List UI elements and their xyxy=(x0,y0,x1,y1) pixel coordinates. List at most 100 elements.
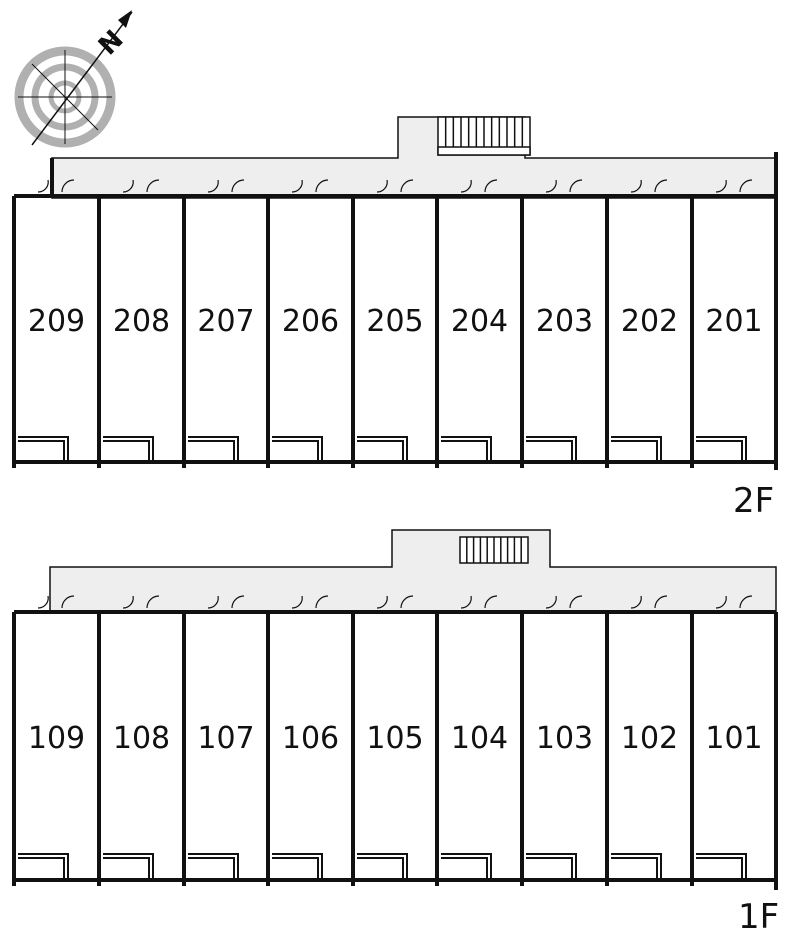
unit-label-109: 109 xyxy=(28,721,85,756)
balcony xyxy=(441,436,492,462)
unit-204: 204 xyxy=(441,179,508,462)
unit-108: 108 xyxy=(103,595,170,880)
unit-label-206: 206 xyxy=(282,304,339,339)
door-swing-icon xyxy=(654,595,668,609)
door-swing-icon xyxy=(291,595,303,609)
balcony xyxy=(18,436,69,462)
floor-label-2f: 2F xyxy=(733,481,774,521)
balcony xyxy=(103,436,154,462)
stairs-2f xyxy=(437,116,531,156)
balcony xyxy=(188,853,239,880)
door-swing-icon xyxy=(291,179,303,193)
door-swing-icon xyxy=(484,595,498,609)
unit-label-208: 208 xyxy=(113,304,170,339)
balcony xyxy=(526,436,577,462)
door-swing-icon xyxy=(739,179,753,193)
unit-label-105: 105 xyxy=(366,721,423,756)
unit-label-102: 102 xyxy=(621,721,678,756)
balcony xyxy=(188,436,239,462)
unit-label-207: 207 xyxy=(197,304,254,339)
balcony-inner xyxy=(526,440,573,462)
unit-106: 106 xyxy=(272,595,339,880)
unit-207: 207 xyxy=(188,179,255,462)
door-swing-icon xyxy=(231,595,245,609)
floor-label-1f: 1F xyxy=(738,897,779,937)
door-swing-icon xyxy=(61,179,75,193)
balcony xyxy=(696,853,747,880)
door-swing-icon xyxy=(545,179,557,193)
door-swing-icon xyxy=(460,179,472,193)
door-swing-icon xyxy=(61,595,75,609)
unit-105: 105 xyxy=(357,595,424,880)
compass-icon: N xyxy=(14,10,133,148)
door-swing-icon xyxy=(231,179,245,193)
unit-label-103: 103 xyxy=(536,721,593,756)
balcony xyxy=(696,436,747,462)
door-swing-icon xyxy=(484,179,498,193)
unit-101: 101 xyxy=(696,595,763,880)
balcony xyxy=(611,853,662,880)
balcony xyxy=(611,436,662,462)
unit-202: 202 xyxy=(611,179,678,462)
unit-label-209: 209 xyxy=(28,304,85,339)
door-swing-icon xyxy=(122,179,134,193)
balcony-inner xyxy=(272,440,319,462)
unit-label-101: 101 xyxy=(705,721,762,756)
door-swing-icon xyxy=(400,179,414,193)
unit-label-205: 205 xyxy=(366,304,423,339)
balcony-inner xyxy=(611,440,658,462)
door-swing-icon xyxy=(630,179,642,193)
door-swing-icon xyxy=(630,595,642,609)
unit-label-202: 202 xyxy=(621,304,678,339)
balcony xyxy=(526,853,577,880)
door-swing-icon xyxy=(37,179,49,193)
door-swing-icon xyxy=(569,595,583,609)
unit-label-104: 104 xyxy=(451,721,508,756)
balcony xyxy=(18,853,69,880)
door-swing-icon xyxy=(315,595,329,609)
balcony xyxy=(357,853,408,880)
unit-104: 104 xyxy=(441,595,508,880)
balcony-inner xyxy=(611,857,658,880)
balcony-inner xyxy=(441,440,488,462)
unit-201: 201 xyxy=(696,179,763,462)
door-swing-icon xyxy=(37,595,49,609)
door-swing-icon xyxy=(315,179,329,193)
door-swing-icon xyxy=(376,179,388,193)
balcony xyxy=(357,436,408,462)
unit-label-107: 107 xyxy=(197,721,254,756)
balcony-inner xyxy=(357,440,404,462)
unit-label-201: 201 xyxy=(705,304,762,339)
corridor-2f xyxy=(51,116,777,199)
door-swing-icon xyxy=(654,179,668,193)
floor-2f: 209 208 207 206 205 204 203 202 201 2F xyxy=(12,116,778,521)
unit-label-204: 204 xyxy=(451,304,508,339)
unit-109: 109 xyxy=(18,595,85,880)
door-swing-icon xyxy=(460,595,472,609)
balcony-inner xyxy=(696,857,743,880)
balcony-inner xyxy=(272,857,319,880)
unit-208: 208 xyxy=(103,179,170,462)
door-swing-icon xyxy=(207,179,219,193)
door-swing-icon xyxy=(122,595,134,609)
balcony-inner xyxy=(18,440,65,462)
door-swing-icon xyxy=(146,179,160,193)
unit-label-203: 203 xyxy=(536,304,593,339)
unit-label-106: 106 xyxy=(282,721,339,756)
balcony-inner xyxy=(18,857,65,880)
balcony xyxy=(272,436,323,462)
unit-label-108: 108 xyxy=(113,721,170,756)
balcony-inner xyxy=(441,857,488,880)
balcony xyxy=(441,853,492,880)
corridor-1f xyxy=(49,529,777,613)
stairs-1f xyxy=(459,536,529,564)
floor-1f: 109 108 107 106 105 104 103 102 101 1F xyxy=(12,529,779,937)
balcony-inner xyxy=(103,857,150,880)
door-swing-icon xyxy=(715,179,727,193)
balcony xyxy=(103,853,154,880)
unit-209: 209 xyxy=(18,179,85,462)
door-swing-icon xyxy=(400,595,414,609)
door-swing-icon xyxy=(569,179,583,193)
door-swing-icon xyxy=(376,595,388,609)
